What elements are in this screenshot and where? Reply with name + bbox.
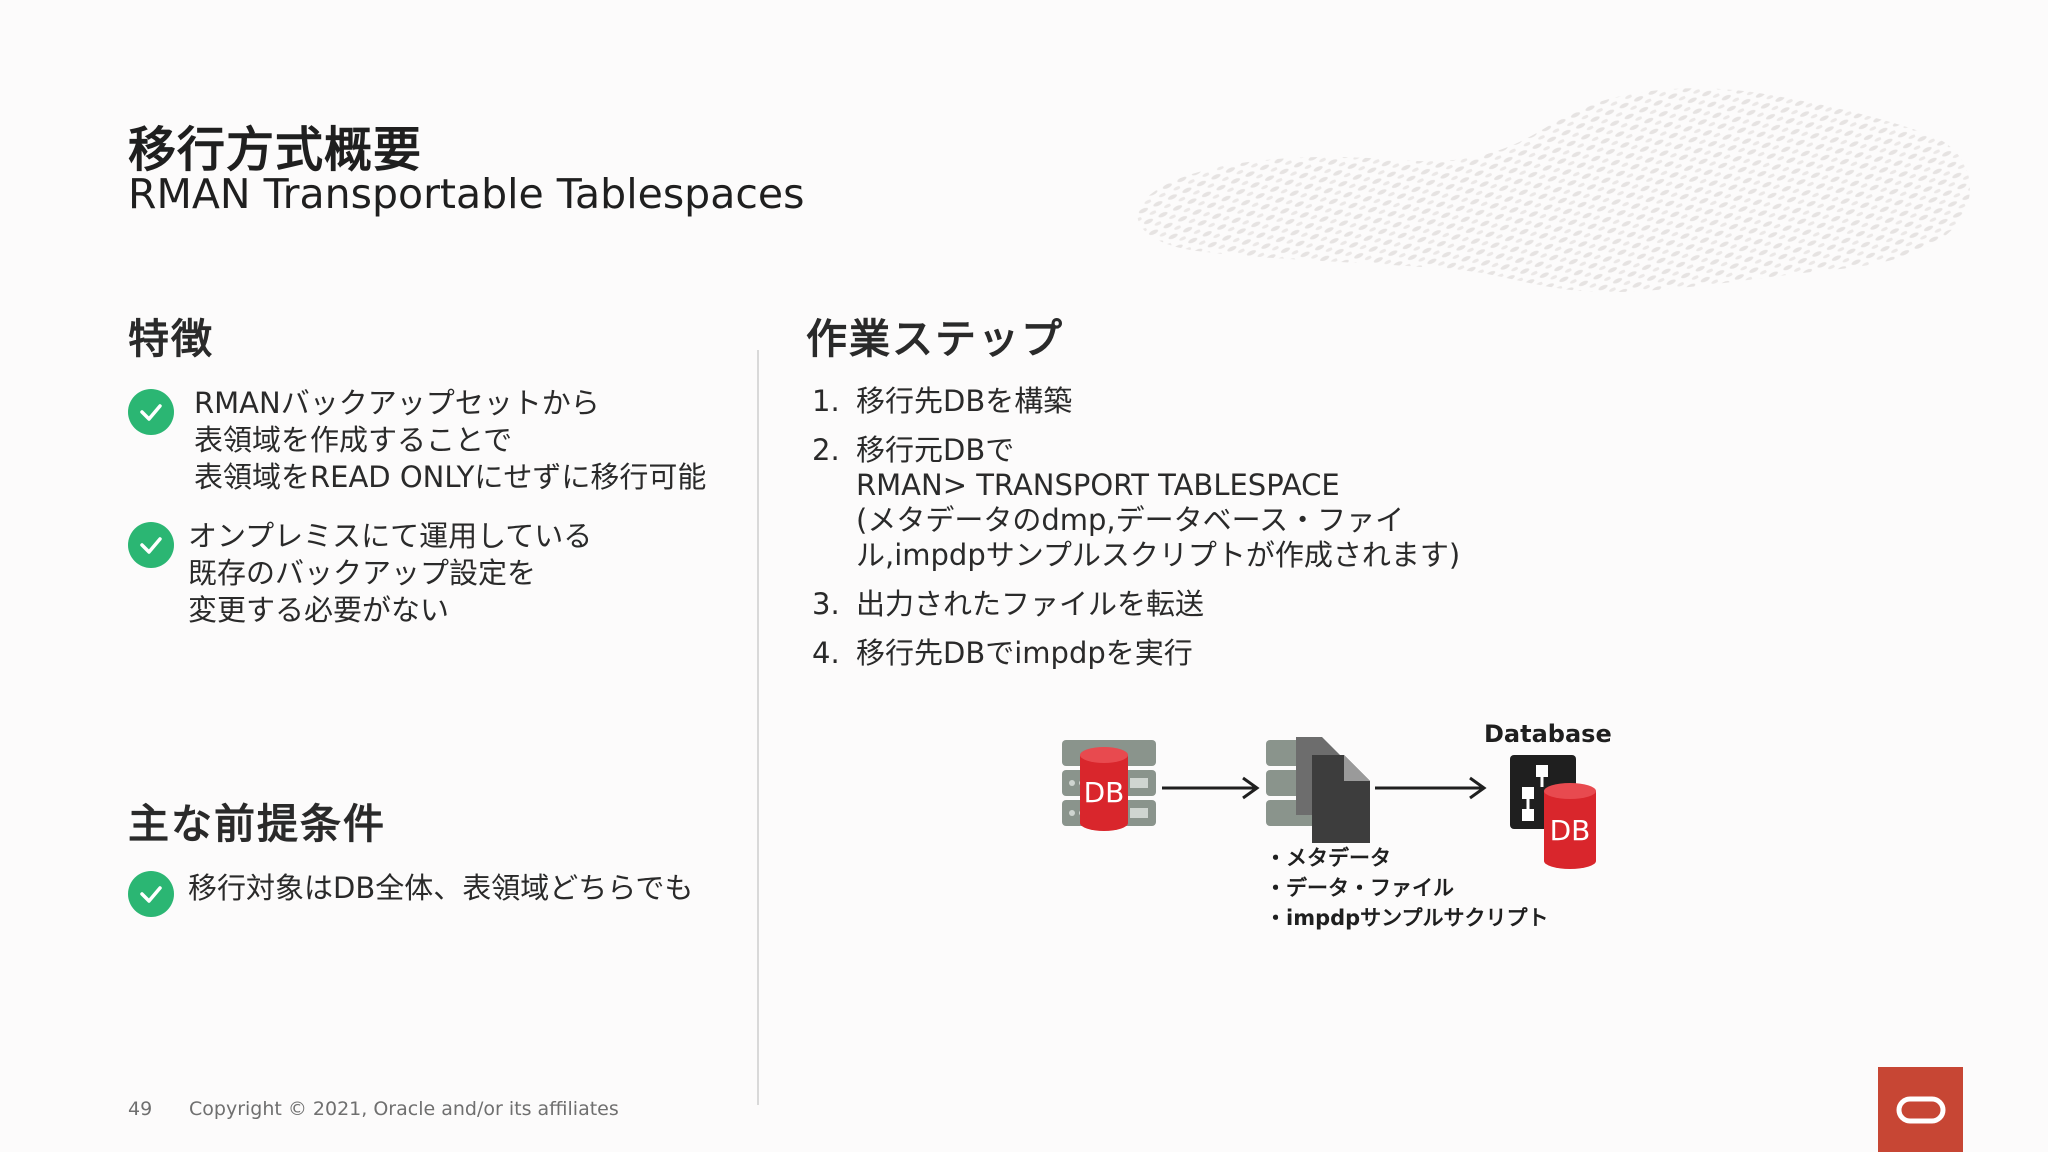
step-item: 3. 出力されたファイルを転送: [812, 587, 1712, 622]
files-icon: [1266, 737, 1370, 843]
step-item: 2. 移行元DBで RMAN> TRANSPORT TABLESPACE (メタ…: [812, 433, 1712, 573]
step-text: 移行先DBを構築: [856, 384, 1073, 418]
server-db-icon: DB: [1062, 740, 1156, 831]
target-db-label: DB: [1550, 814, 1591, 847]
steps-heading: 作業ステップ: [806, 315, 1064, 363]
source-db-label: DB: [1084, 776, 1125, 809]
step-item: 1. 移行先DBを構築: [812, 384, 1712, 419]
step-number: 1.: [812, 384, 840, 418]
oracle-logo: [1878, 1067, 1963, 1152]
oracle-logo-icon: [1896, 1096, 1945, 1123]
transport-diagram: DB DB: [1062, 737, 1596, 869]
slide-title: 移行方式概要: [128, 122, 423, 178]
step-item: 4. 移行先DBでimpdpを実行: [812, 636, 1712, 671]
copyright-text: Copyright © 2021, Oracle and/or its affi…: [189, 1098, 619, 1120]
slide-subtitle: RMAN Transportable Tablespaces: [128, 170, 805, 218]
step-number: 4.: [812, 636, 840, 670]
output-files-list: ・メタデータ ・データ・ファイル ・impdpサンプルサクリプト: [1265, 843, 1549, 933]
prerequisite-text: 移行対象はDB全体、表領域どちらでも: [188, 871, 694, 905]
decorative-pattern: [1137, 88, 1970, 293]
step-text: 出力されたファイルを転送: [856, 587, 1205, 621]
step-text: 移行元DBで RMAN> TRANSPORT TABLESPACE (メタデータ…: [856, 433, 1461, 572]
check-icon: [128, 871, 174, 917]
steps-list: 1. 移行先DBを構築 2. 移行元DBで RMAN> TRANSPORT TA…: [812, 384, 1712, 685]
step-number: 2.: [812, 433, 840, 467]
step-number: 3.: [812, 587, 840, 621]
feature-item: オンプレミスにて運用している 既存のバックアップ設定を 変更する必要がない: [128, 518, 592, 629]
step-text: 移行先DBでimpdpを実行: [856, 636, 1193, 670]
arrow-right-icon: [1162, 776, 1260, 800]
check-icon: [128, 389, 174, 435]
feature-item: RMANバックアップセットから 表領域を作成することで 表領域をREAD ONL…: [128, 385, 706, 496]
column-divider: [757, 350, 759, 1105]
features-heading: 特徴: [128, 315, 214, 363]
output-item: ・impdpサンプルサクリプト: [1265, 906, 1549, 930]
prerequisite-item: 移行対象はDB全体、表領域どちらでも: [128, 867, 693, 917]
check-icon: [128, 522, 174, 568]
database-icon: DB: [1510, 755, 1596, 869]
output-item: ・メタデータ: [1265, 846, 1391, 870]
database-title: Database: [1484, 720, 1612, 748]
feature-text: オンプレミスにて運用している 既存のバックアップ設定を 変更する必要がない: [188, 519, 593, 627]
output-item: ・データ・ファイル: [1265, 876, 1454, 900]
prerequisites-heading: 主な前提条件: [128, 800, 386, 848]
arrow-right-icon: [1375, 776, 1487, 800]
feature-text: RMANバックアップセットから 表領域を作成することで 表領域をREAD ONL…: [194, 386, 707, 494]
page-number: 49: [128, 1098, 153, 1120]
